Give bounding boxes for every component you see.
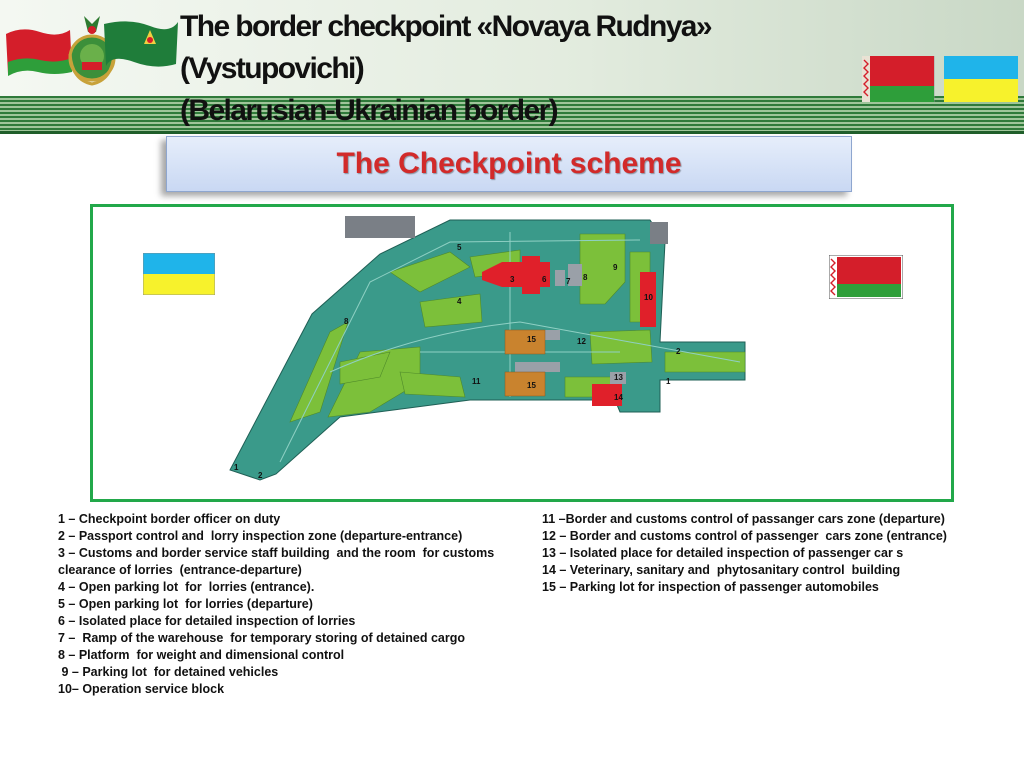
scheme-title: The Checkpoint scheme xyxy=(336,147,682,180)
legend-left: 1 – Checkpoint border officer on duty 2 … xyxy=(58,511,508,698)
checkpoint-map: 1 1 2 2 3 4 5 6 7 8 8 9 10 11 12 13 14 1… xyxy=(229,216,746,481)
map-label: 12 xyxy=(577,337,586,346)
ukraine-flag-icon xyxy=(944,56,1018,102)
legend-item: 10– Operation service block xyxy=(58,682,225,696)
legend-item: 4 – Open parking lot for lorries (entran… xyxy=(58,580,315,594)
map-label: 4 xyxy=(457,297,462,306)
legend-item: 5 – Open parking lot for lorries (depart… xyxy=(58,597,313,611)
map-label: 5 xyxy=(457,243,462,252)
legend-item: 11 –Border and customs control of passan… xyxy=(542,512,945,526)
flag-pair xyxy=(862,56,1018,102)
map-label: 3 xyxy=(510,275,515,284)
header-stripes xyxy=(0,96,1024,134)
belarus-flag-icon xyxy=(6,29,72,76)
border-guard-flag-icon xyxy=(104,21,178,67)
legend-item: 12 – Border and customs control of passe… xyxy=(542,529,947,543)
legend-item: 13 – Isolated place for detailed inspect… xyxy=(542,546,904,560)
map-label: 1 xyxy=(234,463,239,472)
title-line-2: (Belarusian-Ukrainian border) xyxy=(180,94,559,127)
belarus-flag-icon xyxy=(862,56,935,102)
map-label: 6 xyxy=(542,275,547,284)
map-label: 2 xyxy=(676,347,681,356)
map-label: 14 xyxy=(614,393,623,402)
map-label: 7 xyxy=(566,277,571,286)
legend-item: 14 – Veterinary, sanitary and phytosanit… xyxy=(542,563,901,577)
legend-item: 15 – Parking lot for inspection of passe… xyxy=(542,580,879,594)
scheme-title-box: The Checkpoint scheme xyxy=(166,136,852,192)
legend-item: 9 – Parking lot for detained vehicles xyxy=(58,665,279,679)
header-logo xyxy=(6,16,178,86)
map-label: 9 xyxy=(613,263,618,272)
legend-item: 2 – Passport control and lorry inspectio… xyxy=(58,529,463,543)
map-labels: 1 1 2 2 3 4 5 6 7 8 8 9 10 11 12 13 14 1… xyxy=(234,243,681,480)
page-title: The border checkpoint «Novaya Rudnya» (V… xyxy=(180,6,820,132)
title-line-1: The border checkpoint «Novaya Rudnya» (V… xyxy=(180,10,713,85)
map-label: 8 xyxy=(583,273,588,282)
map-label: 13 xyxy=(614,373,623,382)
map-label: 11 xyxy=(472,377,481,386)
map-label: 8 xyxy=(344,317,349,326)
state-emblem-icon xyxy=(68,16,116,86)
parking-lots xyxy=(504,329,546,397)
map-label: 15 xyxy=(527,381,536,390)
map-label: 2 xyxy=(258,471,263,480)
map-label: 15 xyxy=(527,335,536,344)
legend-item: 6 – Isolated place for detailed inspecti… xyxy=(58,614,356,628)
legend-item: 7 – Ramp of the warehouse for temporary … xyxy=(58,631,466,645)
map-label: 10 xyxy=(644,293,653,302)
ukraine-flag-icon xyxy=(143,253,215,295)
map-label: 1 xyxy=(666,377,671,386)
legend-item: 8 – Platform for weight and dimensional … xyxy=(58,648,345,662)
belarus-flag-icon xyxy=(829,255,903,299)
legend-item: 3 – Customs and border service staff bui… xyxy=(58,546,498,577)
legend-right: 11 –Border and customs control of passan… xyxy=(542,511,957,596)
grass-areas xyxy=(289,233,746,423)
legend-item: 1 – Checkpoint border officer on duty xyxy=(58,512,281,526)
